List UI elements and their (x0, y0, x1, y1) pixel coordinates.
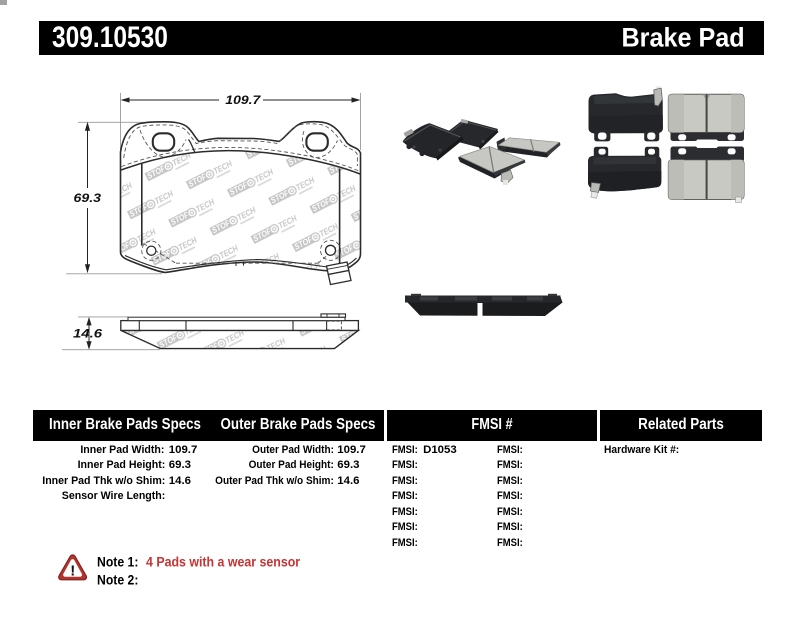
svg-text:69.3: 69.3 (74, 193, 102, 205)
svg-text:14.6: 14.6 (73, 329, 103, 341)
svg-text:!: ! (70, 563, 75, 580)
svg-text:109.7: 109.7 (225, 95, 261, 107)
